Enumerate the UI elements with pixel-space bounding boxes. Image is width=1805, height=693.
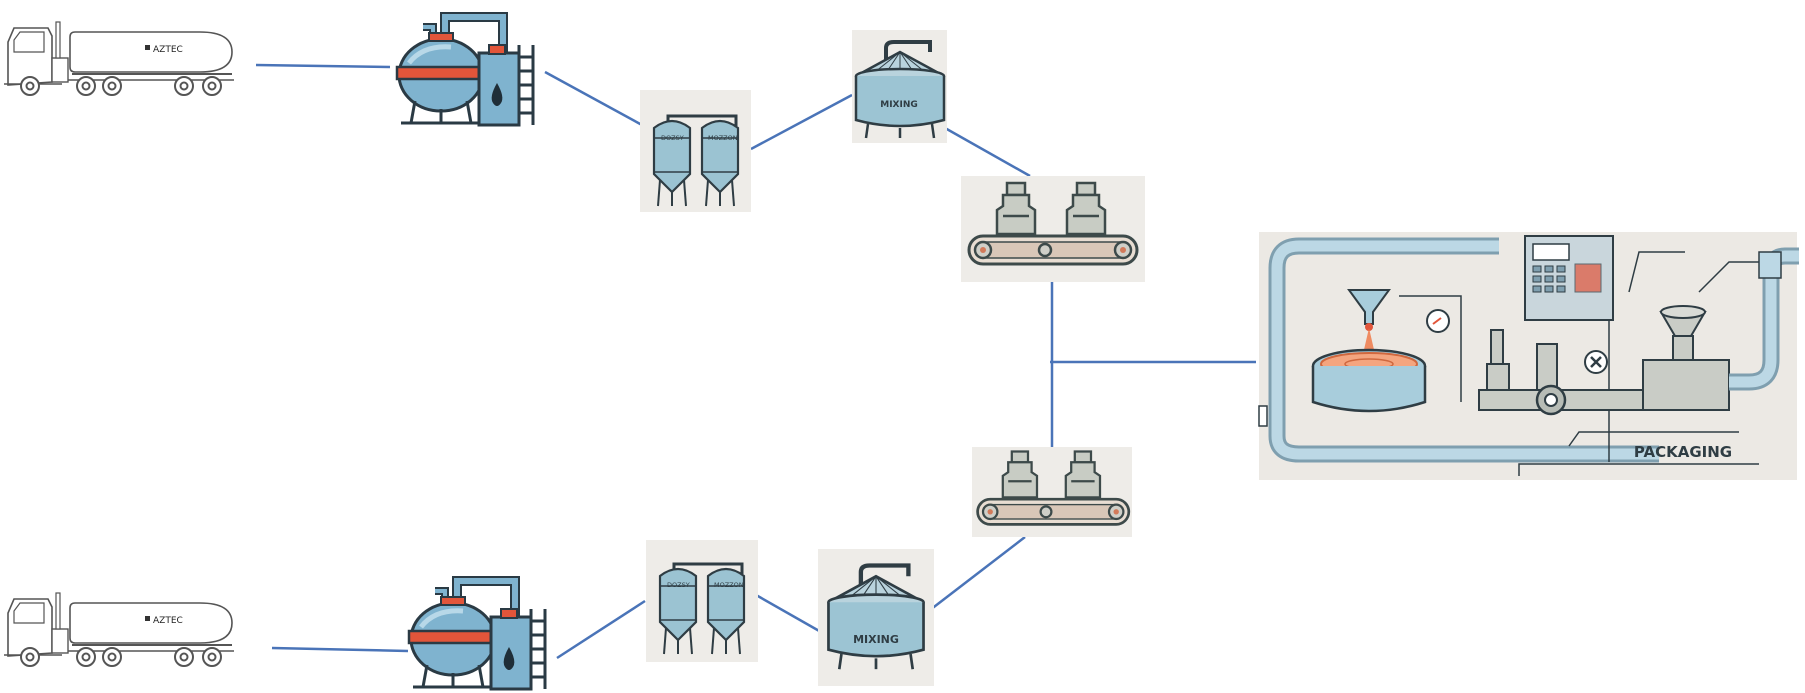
truck-label: AZTEC	[153, 45, 183, 55]
silo-label-left: DOZSY	[667, 581, 690, 589]
oil-refinery-bottom	[409, 581, 545, 689]
twin-silos-top: DOZSY MOZZON	[640, 90, 751, 212]
tanker-truck-bottom: AZTEC	[3, 592, 235, 667]
connector-mixer-to-conveyor-top	[944, 126, 1031, 178]
tanker-truck-top: AZTEC	[3, 21, 235, 96]
connector-refinery-to-silos-top	[544, 70, 643, 127]
tanker-truck-icon	[3, 592, 235, 667]
bottle-conveyor-bottom	[972, 447, 1132, 537]
mixing-label: MIXING	[880, 100, 918, 110]
connector-truck-to-refinery-bottom	[271, 646, 409, 653]
oil-refinery-icon	[409, 581, 545, 689]
tanker-truck-icon	[3, 21, 235, 96]
flow-connectors	[255, 63, 1256, 660]
packaging-label: PACKAGING	[1634, 443, 1732, 461]
silo-label-right: MOZZON	[714, 581, 744, 589]
connector-silos-to-mixer-top	[750, 93, 853, 151]
mixing-label: MIXING	[853, 633, 899, 646]
connector-refinery-to-silos-bottom	[556, 599, 646, 660]
bottle-conveyor-top	[961, 176, 1145, 282]
truck-label: AZTEC	[153, 616, 183, 626]
connector-truck-to-refinery-top	[255, 63, 391, 69]
silo-label-right: MOZZON	[708, 134, 738, 142]
mixing-tank-top: MIXING	[852, 30, 947, 143]
silo-label-left: DOZSY	[661, 134, 684, 142]
packaging-machine: PACKAGING	[1258, 232, 1799, 480]
connector-mixer-to-conveyor-bottom	[929, 536, 1026, 611]
oil-refinery-top	[397, 17, 533, 125]
twin-silos-bottom: DOZSY MOZZON	[646, 540, 758, 662]
connector-silos-to-mixer-bottom	[755, 593, 822, 634]
mixing-tank-bottom: MIXING	[818, 549, 934, 686]
packaging-machine-icon	[1258, 235, 1799, 476]
oil-refinery-icon	[397, 17, 533, 125]
